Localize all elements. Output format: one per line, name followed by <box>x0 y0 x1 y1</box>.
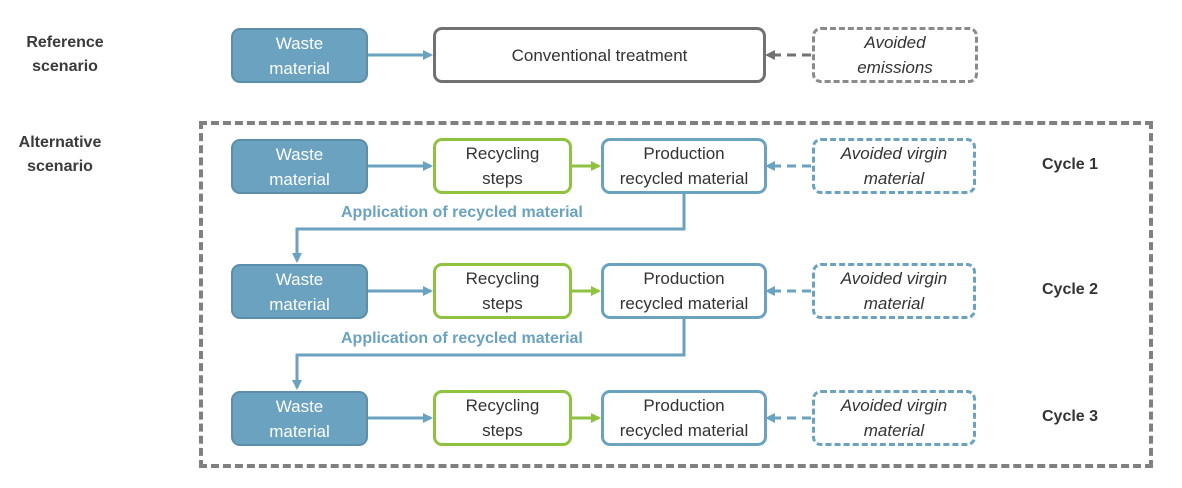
alternative-label-line1: Alternative <box>18 134 102 151</box>
c2-production-line2: recycled material <box>619 294 749 313</box>
c3-avoided-virgin-box: Avoided virgin material <box>812 390 976 446</box>
c1-recycling-line2: steps <box>482 169 523 188</box>
c3-avoided-line1: Avoided virgin <box>840 396 948 415</box>
cycle-1-label: Cycle 1 <box>1042 156 1099 173</box>
c1-avoided-line2: material <box>863 169 925 188</box>
c1-waste-material-box: Waste material <box>231 139 368 194</box>
alternative-label-line2: scenario <box>27 158 93 175</box>
reference-label-line2: scenario <box>32 58 98 75</box>
c2-production-box: Production recycled material <box>601 263 767 319</box>
c2-recycling-line2: steps <box>482 294 523 313</box>
ref-waste-line2: material <box>269 58 330 78</box>
ref-waste-line1: Waste <box>275 33 324 53</box>
c2-waste-material-box: Waste material <box>231 264 368 319</box>
c1-production-line1: Production <box>643 144 725 163</box>
c3-production-box: Production recycled material <box>601 390 767 446</box>
c2-recycling-steps-box: Recycling steps <box>433 263 572 319</box>
cycle-2-label: Cycle 2 <box>1042 281 1099 298</box>
c3-waste-line1: Waste <box>275 396 324 416</box>
c3-waste-material-box: Waste material <box>231 391 368 446</box>
c2-recycling-line1: Recycling <box>465 269 540 288</box>
avoided-emissions-line1: Avoided <box>864 33 926 52</box>
c1-to-c2-feedback-arrow <box>292 193 686 263</box>
c3-avoided-line2: material <box>863 421 925 440</box>
application-label-2: Application of recycled material <box>341 330 583 347</box>
reference-label-line1: Reference <box>26 34 104 51</box>
ref-waste-material-box: Waste material <box>231 28 368 83</box>
c2-avoided-line2: material <box>863 294 925 313</box>
c3-recycling-line1: Recycling <box>465 396 540 415</box>
c2-production-line1: Production <box>643 269 725 288</box>
c1-production-box: Production recycled material <box>601 138 767 194</box>
c1-production-line2: recycled material <box>619 169 749 188</box>
c3-waste-line2: material <box>269 421 330 441</box>
c2-to-c3-feedback-arrow <box>292 318 686 390</box>
c1-avoided-virgin-box: Avoided virgin material <box>812 138 976 194</box>
avoided-emissions-box: Avoided emissions <box>812 27 978 83</box>
conventional-treatment-box: Conventional treatment <box>433 27 766 83</box>
c3-recycling-steps-box: Recycling steps <box>433 390 572 446</box>
c1-waste-line1: Waste <box>275 144 324 164</box>
alternative-scenario-label: Alternative scenario <box>5 131 115 179</box>
application-label-1: Application of recycled material <box>341 204 583 221</box>
c2-waste-line2: material <box>269 294 330 314</box>
c3-recycling-line2: steps <box>482 421 523 440</box>
c2-avoided-virgin-box: Avoided virgin material <box>812 263 976 319</box>
c2-waste-line1: Waste <box>275 269 324 289</box>
cycle-3-label: Cycle 3 <box>1042 408 1099 425</box>
c3-production-line2: recycled material <box>619 421 749 440</box>
c1-avoided-line1: Avoided virgin <box>840 144 948 163</box>
c2-avoided-line1: Avoided virgin <box>840 269 948 288</box>
avoided-emissions-line2: emissions <box>857 58 933 77</box>
reference-scenario-label: Reference scenario <box>10 31 120 79</box>
alternative-scenario-container <box>199 121 1153 468</box>
conventional-treatment-text: Conventional treatment <box>511 45 688 65</box>
c1-waste-line2: material <box>269 169 330 189</box>
c1-recycling-steps-box: Recycling steps <box>433 138 572 194</box>
c1-recycling-line1: Recycling <box>465 144 540 163</box>
c3-production-line1: Production <box>643 396 725 415</box>
